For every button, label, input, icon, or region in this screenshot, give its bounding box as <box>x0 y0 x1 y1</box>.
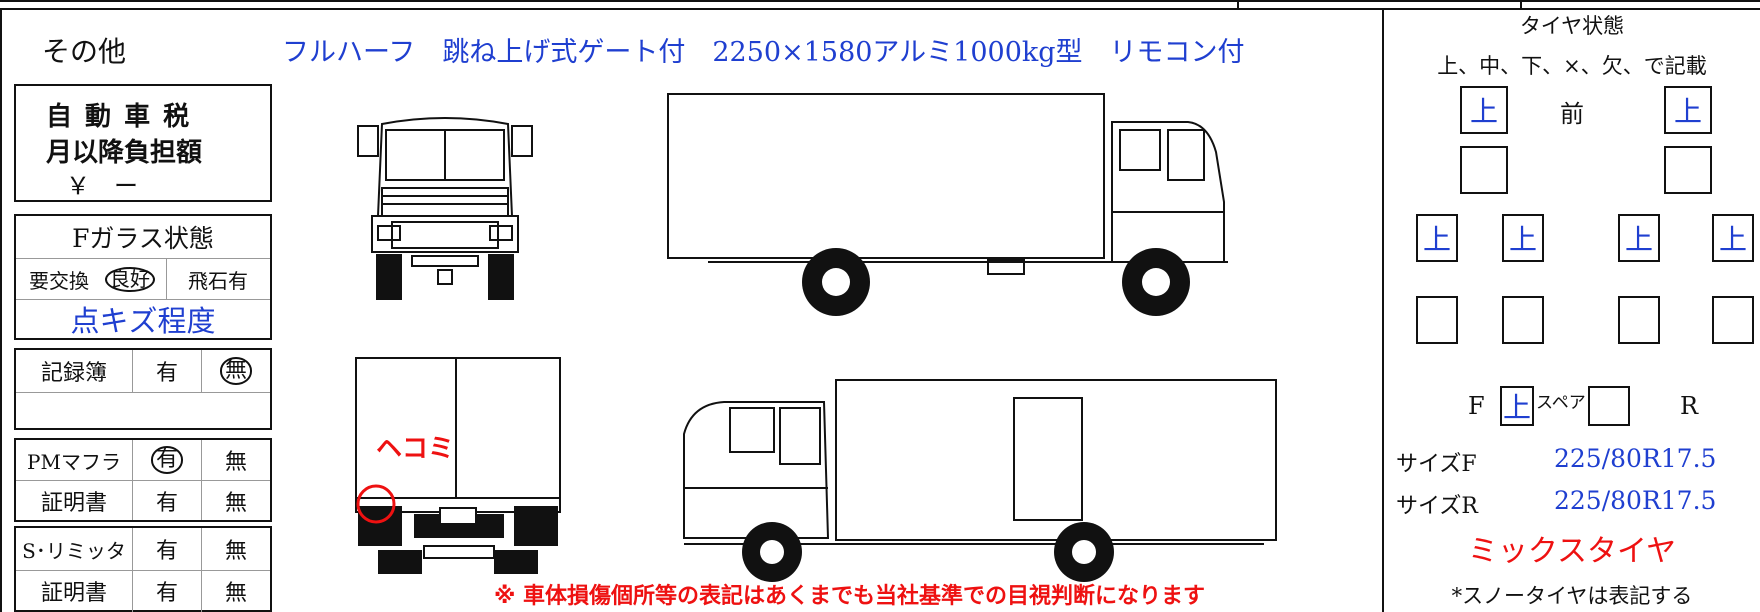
pm-label: PMマフラ <box>27 449 121 474</box>
size-f-value: 225/80R17.5 <box>1554 444 1717 473</box>
slimit-no[interactable]: 無 <box>224 539 247 564</box>
left-border <box>0 8 2 612</box>
tire-rear-3[interactable]: 上 <box>1618 214 1660 262</box>
spare-label: スペア <box>1536 393 1586 413</box>
record-col-line <box>132 350 133 392</box>
pm-yes-label: 有 <box>150 446 183 474</box>
slimit-label: S･リミッタ <box>22 538 126 563</box>
record-label: 記録簿 <box>40 361 107 386</box>
size-f-label: サイズF <box>1396 452 1477 477</box>
pm-yes[interactable]: 有 <box>133 440 201 480</box>
record-no-label: 無 <box>219 357 252 385</box>
tire-rear-2[interactable]: 上 <box>1502 214 1544 262</box>
tire-rear-inner-4[interactable] <box>1712 296 1754 344</box>
tire-front-left-inner[interactable] <box>1460 146 1508 194</box>
pm-no[interactable]: 無 <box>224 450 247 475</box>
record-yes[interactable]: 有 <box>155 361 178 386</box>
glass-option-replace-label: 要交換 <box>29 268 89 293</box>
slimit-row-line <box>16 570 270 571</box>
tire-legend: 上、中、下、×、欠、で記載 <box>1437 54 1707 78</box>
glass-title: Fガラス状態 <box>72 224 214 253</box>
top-border-inner <box>0 8 1760 10</box>
glass-option-good-label: 良好 <box>105 266 155 292</box>
record-row-line <box>16 392 270 393</box>
slimit-box: S･リミッタ 有 無 証明書 有 無 <box>14 526 272 612</box>
other-label: その他 <box>42 35 127 68</box>
snow-tire-note: *スノータイヤは表記する <box>1451 584 1693 608</box>
vehicle-description: フルハーフ 跳ね上げ式ゲート付 2250×1580アルミ1000kg型 リモコン… <box>282 37 1245 68</box>
tire-title: タイヤ状態 <box>1519 14 1625 38</box>
top-divider-tick <box>1237 0 1239 10</box>
slimit-yes[interactable]: 有 <box>155 539 178 564</box>
slimit-cert-yes[interactable]: 有 <box>155 581 178 606</box>
glass-row-line-2 <box>16 299 270 300</box>
glass-box: Fガラス状態 要交換 良好 飛石有 点キズ程度 <box>14 214 272 340</box>
glass-option-replace[interactable]: 要交換 <box>16 259 102 299</box>
glass-col-line <box>166 259 167 299</box>
pm-cert-no[interactable]: 無 <box>224 490 247 516</box>
tire-front-label: 前 <box>1560 100 1584 128</box>
damage-label: ヘコミ <box>376 434 455 464</box>
pm-cert-label: 証明書 <box>40 490 107 516</box>
tire-rear-inner-3[interactable] <box>1618 296 1660 344</box>
tax-line2: 月以降負担額 <box>46 138 203 168</box>
truck-front-view-illustration <box>357 117 533 300</box>
truck-side-view-left-illustration <box>683 379 1277 582</box>
pm-row-line <box>16 480 270 481</box>
truck-side-view-right-illustration <box>667 93 1228 316</box>
pm-box: PMマフラ 有 無 証明書 有 無 <box>14 438 272 522</box>
panel-divider <box>1382 8 1384 612</box>
spare-r-label: R <box>1680 392 1699 420</box>
size-r-label: サイズR <box>1396 494 1478 519</box>
record-no[interactable]: 無 <box>202 350 270 392</box>
tire-front-left[interactable]: 上 <box>1460 86 1508 134</box>
tire-rear-inner-1[interactable] <box>1416 296 1458 344</box>
damage-circle-marker <box>356 484 396 524</box>
tax-box: 自 動 車 税 月以降負担額 ￥ ー <box>14 84 272 202</box>
record-box: 記録簿 有 無 <box>14 348 272 430</box>
slimit-cert-label: 証明書 <box>40 581 107 606</box>
slimit-cert-no[interactable]: 無 <box>224 581 247 606</box>
glass-option-good[interactable]: 良好 <box>100 259 160 299</box>
spare-tire-r[interactable] <box>1588 386 1630 426</box>
mix-tire-note: ミックスタイヤ <box>1467 534 1677 569</box>
record-col-line-2 <box>201 350 202 392</box>
tax-amount: ￥ ー <box>66 172 138 200</box>
tire-rear-inner-2[interactable] <box>1502 296 1544 344</box>
top-border <box>0 0 1760 2</box>
glass-note: 点キズ程度 <box>70 304 216 338</box>
spare-f-label: F <box>1468 392 1485 420</box>
truck-rear-view-illustration <box>355 357 561 574</box>
glass-option-chip-label: 飛石有 <box>188 268 248 293</box>
glass-option-chip[interactable]: 飛石有 <box>166 259 270 299</box>
tire-front-right[interactable]: 上 <box>1664 86 1712 134</box>
tire-front-right-inner[interactable] <box>1664 146 1712 194</box>
tire-rear-1[interactable]: 上 <box>1416 214 1458 262</box>
size-r-value: 225/80R17.5 <box>1554 486 1717 515</box>
glass-row-line <box>16 258 270 259</box>
pm-cert-yes[interactable]: 有 <box>155 490 178 516</box>
inspection-notice: ※ 車体損傷個所等の表記はあくまでも当社基準での目視判断になります <box>494 584 1206 609</box>
top-divider-tick-2 <box>1520 0 1522 10</box>
spare-tire-f[interactable]: 上 <box>1500 386 1534 426</box>
tire-rear-4[interactable]: 上 <box>1712 214 1754 262</box>
tax-line1: 自 動 車 税 <box>46 102 192 132</box>
